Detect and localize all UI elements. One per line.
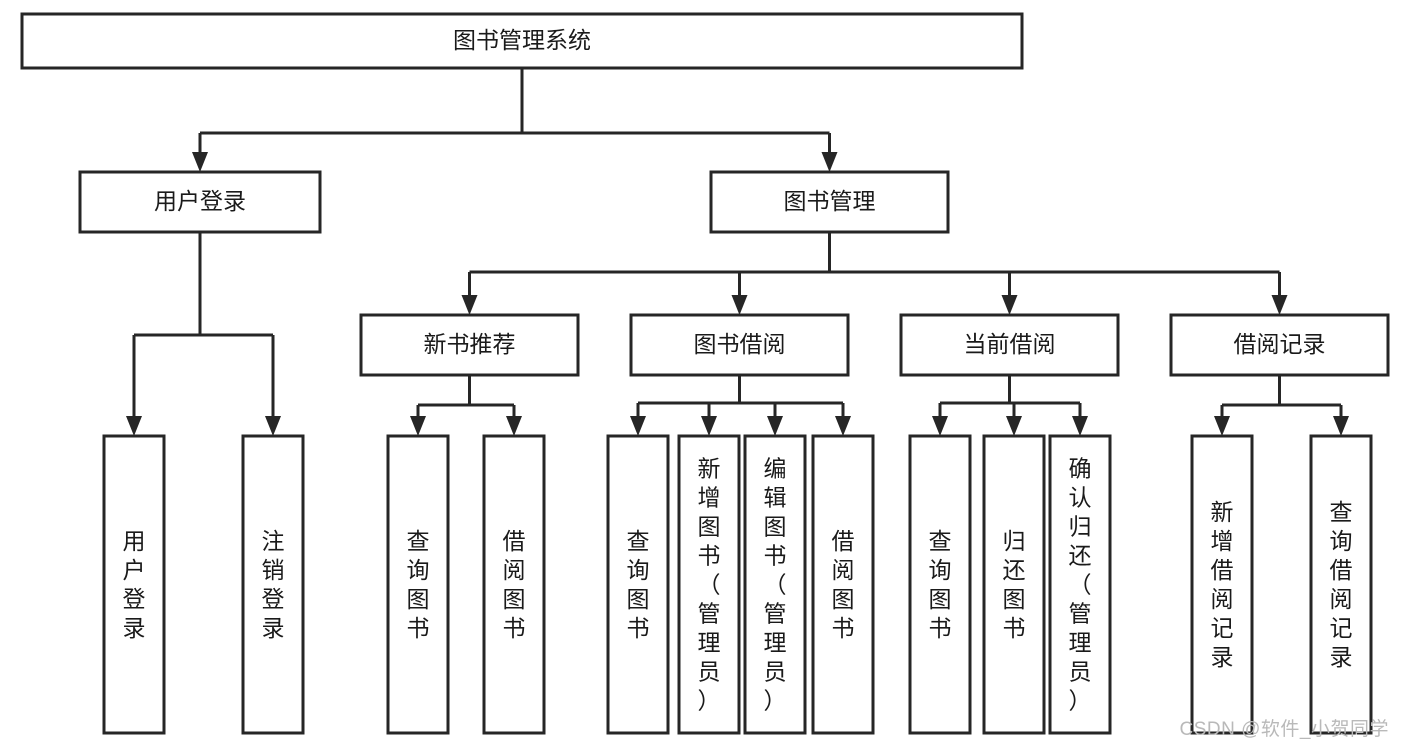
node-leaf_12[interactable]: 查询借阅记录 bbox=[1309, 434, 1373, 735]
connector-group bbox=[630, 375, 851, 436]
connector-group bbox=[126, 232, 281, 436]
node-l2_2[interactable]: 当前借阅 bbox=[899, 313, 1120, 377]
node-label: 新增图书（管理员） bbox=[698, 456, 721, 714]
node-leaf_7[interactable]: 借阅图书 bbox=[811, 434, 875, 735]
node-box bbox=[899, 313, 1120, 377]
node-leaf_9[interactable]: 归还图书 bbox=[982, 434, 1046, 735]
node-box bbox=[982, 434, 1046, 735]
node-label: 注销登录 bbox=[262, 528, 285, 641]
node-root[interactable]: 图书管理系统 bbox=[20, 12, 1024, 70]
node-leaf_5[interactable]: 新增图书（管理员） bbox=[677, 434, 741, 735]
connector-group bbox=[192, 68, 838, 172]
node-box bbox=[102, 434, 166, 735]
node-box bbox=[709, 170, 950, 234]
node-box bbox=[359, 313, 580, 377]
connector-group bbox=[410, 375, 522, 436]
node-label: 新增借阅记录 bbox=[1211, 499, 1234, 670]
node-label: 图书借阅 bbox=[694, 331, 786, 357]
node-l1_1[interactable]: 图书管理 bbox=[709, 170, 950, 234]
node-leaf_1[interactable]: 注销登录 bbox=[241, 434, 305, 735]
node-label: 编辑图书（管理员） bbox=[764, 456, 787, 714]
node-leaf_6[interactable]: 编辑图书（管理员） bbox=[743, 434, 807, 735]
node-label: 借阅图书 bbox=[503, 528, 526, 641]
node-label: 新书推荐 bbox=[424, 331, 516, 357]
node-box bbox=[1169, 313, 1390, 377]
node-leaf_2[interactable]: 查询图书 bbox=[386, 434, 450, 735]
node-label: 图书管理系统 bbox=[453, 27, 591, 53]
node-box bbox=[677, 434, 741, 735]
node-l2_0[interactable]: 新书推荐 bbox=[359, 313, 580, 377]
connector-group bbox=[1214, 375, 1349, 436]
node-l1_0[interactable]: 用户登录 bbox=[78, 170, 322, 234]
node-label: 查询图书 bbox=[407, 528, 430, 641]
node-box bbox=[908, 434, 972, 735]
connector-group bbox=[932, 375, 1088, 436]
node-label: 借阅图书 bbox=[832, 528, 855, 641]
watermark-text: CSDN @软件_小贺同学 bbox=[1179, 719, 1389, 740]
node-leaf_3[interactable]: 借阅图书 bbox=[482, 434, 546, 735]
connector-layer bbox=[126, 68, 1349, 436]
node-label: 查询图书 bbox=[929, 528, 952, 641]
node-label: 图书管理 bbox=[784, 188, 876, 214]
node-box bbox=[482, 434, 546, 735]
node-leaf_4[interactable]: 查询图书 bbox=[606, 434, 670, 735]
node-box bbox=[743, 434, 807, 735]
node-l2_3[interactable]: 借阅记录 bbox=[1169, 313, 1390, 377]
node-leaf_0[interactable]: 用户登录 bbox=[102, 434, 166, 735]
node-label: 查询借阅记录 bbox=[1330, 499, 1353, 670]
node-box bbox=[241, 434, 305, 735]
node-box bbox=[1309, 434, 1373, 735]
node-box bbox=[1048, 434, 1112, 735]
node-label: 确认归还（管理员） bbox=[1069, 456, 1092, 714]
node-leaf_8[interactable]: 查询图书 bbox=[908, 434, 972, 735]
node-box bbox=[386, 434, 450, 735]
node-label: 归还图书 bbox=[1003, 528, 1026, 641]
node-label: 用户登录 bbox=[154, 188, 246, 214]
node-layer: 图书管理系统用户登录图书管理新书推荐图书借阅当前借阅借阅记录用户登录注销登录查询… bbox=[20, 12, 1390, 735]
node-l2_1[interactable]: 图书借阅 bbox=[629, 313, 850, 377]
node-label: 用户登录 bbox=[123, 528, 146, 641]
node-label: 查询图书 bbox=[627, 528, 650, 641]
node-label: 借阅记录 bbox=[1234, 331, 1326, 357]
node-leaf_10[interactable]: 确认归还（管理员） bbox=[1048, 434, 1112, 735]
node-label: 当前借阅 bbox=[964, 331, 1056, 357]
node-box bbox=[606, 434, 670, 735]
node-leaf_11[interactable]: 新增借阅记录 bbox=[1190, 434, 1254, 735]
connector-group bbox=[461, 232, 1288, 315]
node-box bbox=[78, 170, 322, 234]
node-box bbox=[811, 434, 875, 735]
node-box bbox=[20, 12, 1024, 70]
node-box bbox=[629, 313, 850, 377]
node-box bbox=[1190, 434, 1254, 735]
